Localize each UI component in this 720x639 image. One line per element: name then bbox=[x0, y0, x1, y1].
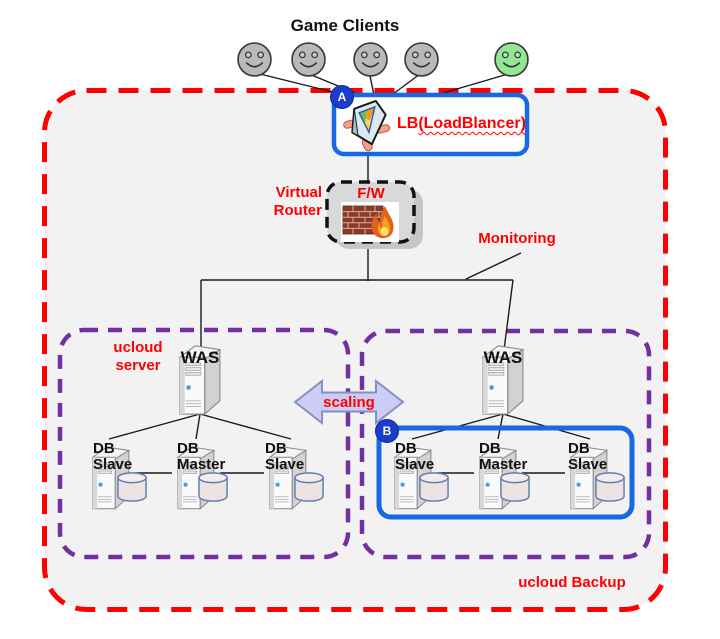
database-cylinder-icon bbox=[196, 471, 230, 508]
scaling-label: scaling bbox=[323, 394, 375, 411]
database-cylinder-icon bbox=[593, 471, 627, 508]
load-balancer-label: LB(LoadBlancer) bbox=[397, 115, 526, 133]
client-smiley-icon bbox=[236, 41, 273, 83]
load-balancer-label-prefix: LB bbox=[397, 115, 419, 132]
db-node-label: DB Slave bbox=[568, 440, 608, 473]
client-smiley-green-icon bbox=[493, 41, 530, 83]
db-node-label: DB Master bbox=[479, 440, 528, 473]
database-cylinder-icon bbox=[115, 471, 149, 508]
client-smiley-icon bbox=[352, 41, 389, 83]
ucloud-backup-zone-box bbox=[359, 328, 652, 560]
virtual-router-label: Virtual Router bbox=[273, 184, 322, 219]
db-node-label: DB Slave bbox=[395, 440, 435, 473]
scaling-arrow bbox=[293, 378, 405, 426]
was-server-icon bbox=[475, 342, 529, 421]
database-cylinder-icon bbox=[417, 471, 451, 508]
firewall-label: F/W bbox=[357, 185, 385, 202]
db-node-label: DB Slave bbox=[93, 440, 133, 473]
ucloud-server-zone-box bbox=[57, 327, 351, 560]
diagram-title: Game Clients bbox=[290, 16, 400, 35]
ucloud-backup-label: ucloud Backup bbox=[518, 574, 626, 591]
db-node-label: DB Slave bbox=[265, 440, 305, 473]
monitoring-label: Monitoring bbox=[478, 230, 556, 247]
firewall-icon bbox=[341, 202, 399, 242]
load-balancer-label-name: (LoadBlancer) bbox=[418, 115, 526, 132]
client-smiley-icon bbox=[403, 41, 440, 83]
was-server-icon bbox=[172, 342, 226, 421]
was-label: WAS bbox=[180, 348, 220, 367]
db-backup-highlight-box bbox=[376, 425, 635, 520]
database-cylinder-icon bbox=[498, 471, 532, 508]
db-node-label: DB Master bbox=[177, 440, 226, 473]
was-label: WAS bbox=[483, 348, 523, 367]
client-smiley-icon bbox=[290, 41, 327, 83]
badge-b: B bbox=[375, 419, 399, 443]
badge-a: A bbox=[330, 85, 354, 109]
ucloud-server-label: ucloud server bbox=[113, 339, 163, 374]
connector-lines bbox=[108, 72, 591, 474]
database-cylinder-icon bbox=[292, 471, 326, 508]
db-server-icon bbox=[263, 440, 311, 519]
load-balancer-icon bbox=[341, 99, 393, 157]
